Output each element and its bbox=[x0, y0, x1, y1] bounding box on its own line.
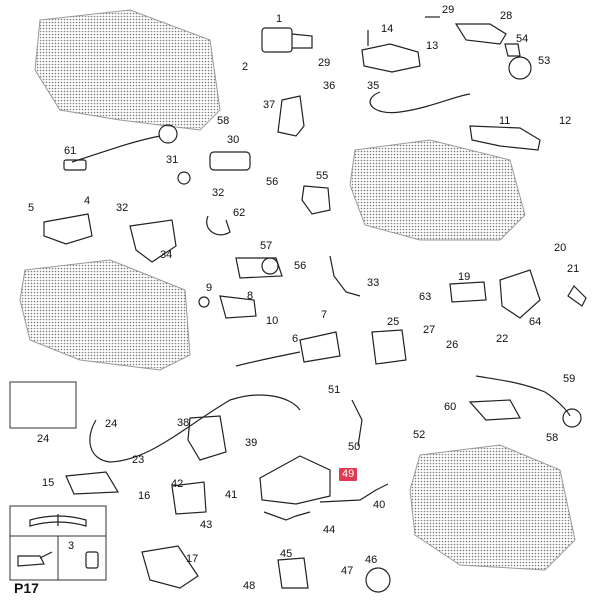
callout-20: 20 bbox=[554, 242, 567, 254]
callout-7: 7 bbox=[321, 309, 328, 321]
callout-44: 44 bbox=[323, 524, 336, 536]
callout-32a: 32 bbox=[212, 187, 225, 199]
callout-33: 33 bbox=[367, 277, 380, 289]
callout-34: 34 bbox=[160, 249, 173, 261]
oil-can-icon bbox=[17, 551, 53, 567]
callout-58b: 58 bbox=[546, 432, 559, 444]
callout-15: 15 bbox=[42, 477, 55, 489]
callout-38: 38 bbox=[177, 417, 190, 429]
callout-52: 52 bbox=[413, 429, 426, 441]
callout-53: 53 bbox=[538, 55, 551, 67]
callout-47: 47 bbox=[341, 565, 354, 577]
callout-36: 36 bbox=[323, 80, 336, 92]
callout-16: 16 bbox=[138, 490, 151, 502]
callout-21: 21 bbox=[567, 263, 580, 275]
callout-26: 26 bbox=[446, 339, 459, 351]
callout-14: 14 bbox=[381, 23, 394, 35]
callout-56b: 56 bbox=[294, 260, 307, 272]
page-code: P17 bbox=[14, 580, 39, 596]
callout-19: 19 bbox=[458, 271, 471, 283]
callout-1: 1 bbox=[276, 13, 283, 25]
callout-63: 63 bbox=[419, 291, 432, 303]
callout-31: 31 bbox=[166, 154, 179, 166]
callout-48: 48 bbox=[243, 580, 256, 592]
callout-2: 2 bbox=[242, 61, 249, 73]
callout-37: 37 bbox=[263, 99, 276, 111]
callout-58a: 58 bbox=[217, 115, 230, 127]
engine-block-icon bbox=[19, 259, 191, 371]
callout-51: 51 bbox=[328, 384, 341, 396]
sensor-icon bbox=[261, 27, 293, 53]
sensor-icon bbox=[259, 455, 331, 505]
callout-3: 3 bbox=[68, 540, 75, 552]
callout-32b: 32 bbox=[116, 202, 129, 214]
callout-56a: 56 bbox=[266, 176, 279, 188]
callout-35: 35 bbox=[367, 80, 380, 92]
callout-64: 64 bbox=[529, 316, 542, 328]
engine-block-icon bbox=[349, 139, 526, 241]
callout-42: 42 bbox=[171, 478, 184, 490]
callout-22: 22 bbox=[496, 333, 509, 345]
legend-box-oil bbox=[9, 535, 59, 581]
legend-box-3 bbox=[57, 535, 107, 581]
callout-23: 23 bbox=[132, 454, 145, 466]
callout-54: 54 bbox=[516, 33, 529, 45]
callout-11: 11 bbox=[499, 115, 511, 127]
callout-55: 55 bbox=[316, 170, 329, 182]
callout-28: 28 bbox=[500, 10, 513, 22]
callout-12: 12 bbox=[559, 115, 572, 127]
callout-27: 27 bbox=[423, 324, 436, 336]
callout-45: 45 bbox=[280, 548, 293, 560]
callout-60: 60 bbox=[444, 401, 457, 413]
callout-29a: 29 bbox=[442, 4, 455, 16]
callout-50: 50 bbox=[348, 441, 361, 453]
sensor-icon bbox=[361, 43, 421, 73]
callout-39: 39 bbox=[245, 437, 258, 449]
callout-17: 17 bbox=[186, 553, 199, 565]
callout-59: 59 bbox=[563, 373, 576, 385]
callout-10: 10 bbox=[266, 315, 279, 327]
callout-25: 25 bbox=[387, 316, 400, 328]
callout-46: 46 bbox=[365, 554, 378, 566]
book-manual-icon bbox=[29, 514, 87, 527]
callout-13: 13 bbox=[426, 40, 439, 52]
legend-box-24 bbox=[9, 381, 77, 429]
callout-49-highlighted[interactable]: 49 bbox=[339, 468, 358, 481]
callout-62: 62 bbox=[233, 207, 246, 219]
callout-9: 9 bbox=[206, 282, 213, 294]
callout-57: 57 bbox=[260, 240, 273, 252]
callout-29b: 29 bbox=[318, 57, 331, 69]
callout-40: 40 bbox=[373, 499, 386, 511]
callout-4: 4 bbox=[84, 195, 91, 207]
sensor-icon bbox=[454, 23, 507, 45]
engine-block-icon bbox=[34, 9, 221, 131]
callout-24: 24 bbox=[105, 418, 118, 430]
callout-30: 30 bbox=[227, 134, 240, 146]
callout-5: 5 bbox=[28, 202, 35, 214]
callout-41: 41 bbox=[225, 489, 238, 501]
sensor-icon bbox=[85, 551, 99, 569]
engine-block-icon bbox=[409, 444, 576, 571]
callout-8: 8 bbox=[247, 290, 254, 302]
callout-43: 43 bbox=[200, 519, 213, 531]
callout-6: 6 bbox=[292, 333, 299, 345]
callout-24-legend: 24 bbox=[37, 433, 50, 445]
callout-61: 61 bbox=[64, 145, 77, 157]
